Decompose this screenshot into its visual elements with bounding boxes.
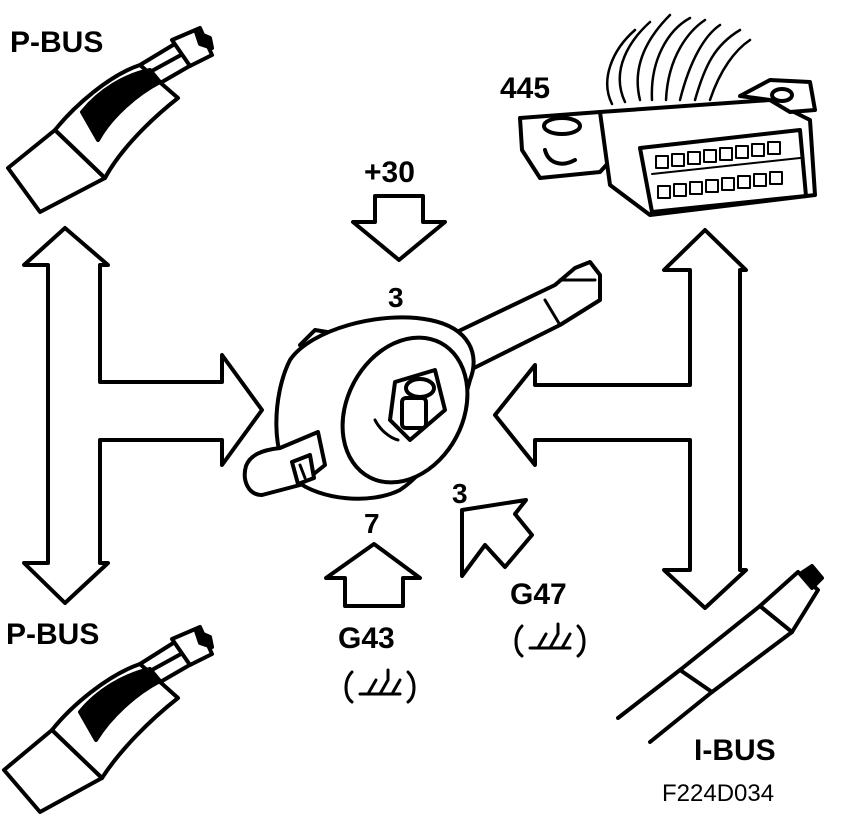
- ground-g43-arrow: [324, 542, 422, 608]
- label-ground-g43: G43: [338, 622, 395, 655]
- ground-symbol-icon-g47: [514, 622, 586, 658]
- right-bus-arrow: [493, 228, 748, 610]
- label-pbus-bottom: P-BUS: [6, 618, 100, 651]
- label-pin-top: 3: [388, 282, 404, 313]
- label-figure-code: F224D034: [662, 780, 775, 807]
- ground-symbol-icon-g43: [344, 668, 416, 704]
- label-supply-plus30: +30: [364, 156, 415, 189]
- cable-icon-ibus: [616, 564, 824, 744]
- label-pin-left: 7: [364, 508, 380, 539]
- cable-icon-pbus-top: [6, 26, 214, 214]
- cable-icon-pbus-bottom: [2, 625, 214, 814]
- supply-arrow: [351, 194, 447, 262]
- diagnostic-connector-icon: [518, 13, 817, 217]
- steering-column-switch-icon: [242, 260, 602, 501]
- label-pbus-top: P-BUS: [10, 26, 104, 59]
- label-ibus: I-BUS: [694, 734, 776, 767]
- label-ground-g47: G47: [510, 578, 567, 611]
- label-connector-445: 445: [500, 72, 551, 105]
- ground-g47-arrow: [460, 498, 534, 578]
- label-pin-right: 3: [452, 478, 468, 509]
- left-bus-arrow: [22, 226, 264, 605]
